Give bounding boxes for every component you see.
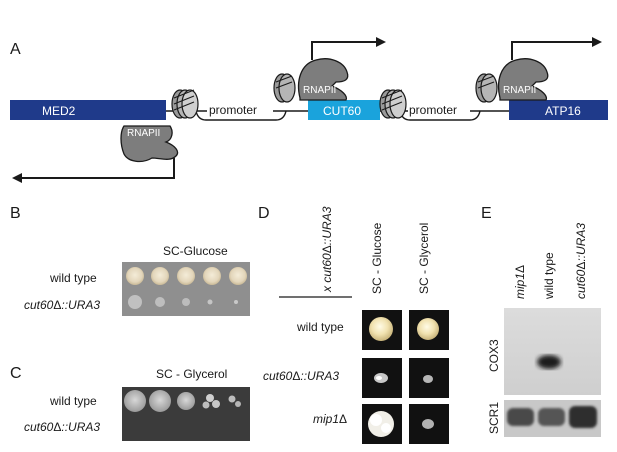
arrowhead-icon [592,37,602,47]
panel-e-probe-cox3: COX3 [487,339,501,372]
panel-c-wt-label: wild type [49,394,97,408]
gene-atp16-label: ATP16 [545,104,581,118]
transcript-arrow-cut60 [311,41,376,60]
panel-c-mutant-label: cut60Δ::URA3 [24,420,100,434]
band-cox3-wt [537,355,561,369]
gene-med2 [10,100,166,120]
panel-e-letter: E [481,205,492,222]
gene-atp16 [509,100,608,120]
panel-d-mutant-label: cut60Δ::URA3 [263,369,339,383]
nucleosome-mid [379,89,407,119]
panel-e-lane-wt: wild type [542,252,556,300]
plate-glucose-colonies [126,267,247,309]
panel-d-col-glucose: SC - Glucose [370,222,384,294]
rnapii-atp16: RNAPII [497,58,549,101]
plate-glycerol-colonies [124,390,241,412]
panel-b-wt-label: wild type [49,271,97,285]
rnapii-antisense: RNAPII [120,125,179,163]
panel-d-letter: D [258,205,270,222]
rnapii-antisense-label: RNAPII [127,128,160,139]
gene-med2-label: MED2 [42,104,76,118]
panel-b-letter: B [10,205,21,222]
panel-e-lane-mutant: cut60Δ::URA3 [574,223,588,299]
arrowhead-icon [12,173,22,183]
nucleosome-mid-left [273,73,296,103]
transcript-arrow-antisense [22,158,175,179]
panel-d-cross-header: x cut60Δ::URA3 [320,206,334,293]
bands-scr1 [507,406,597,428]
panel-b-condition: SC-Glucose [163,244,228,258]
panel-b-mutant-label: cut60Δ::URA3 [24,298,100,312]
panel-c-letter: C [10,365,22,382]
panel-a-letter: A [10,41,21,58]
promoter-left-loop [195,110,287,121]
blot-cox3 [504,308,601,395]
panel-e-lane-mip1: mip1Δ [513,265,527,299]
transcript-arrow-atp16 [511,41,592,60]
promoter-left-label: promoter [209,103,257,117]
rnapii-cut60-label: RNAPII [303,85,336,96]
panel-d-col-glycerol: SC - Glycerol [417,223,431,294]
panel-e-probe-scr1: SCR1 [487,402,501,434]
rnapii-atp16-label: RNAPII [503,85,536,96]
arrowhead-icon [376,37,386,47]
promoter-right-label: promoter [409,103,457,117]
nucleosome-left [171,89,199,119]
panel-d-wt-label: wild type [296,320,344,334]
nucleosome-right [475,73,498,103]
panel-d-mip1-label: mip1Δ [313,412,347,426]
panel-c-condition: SC - Glycerol [156,367,227,381]
rnapii-cut60: RNAPII [297,58,349,101]
gene-cut60-label: CUT60 [323,104,361,118]
well-colonies [368,317,439,437]
gene-cut60 [308,100,380,120]
